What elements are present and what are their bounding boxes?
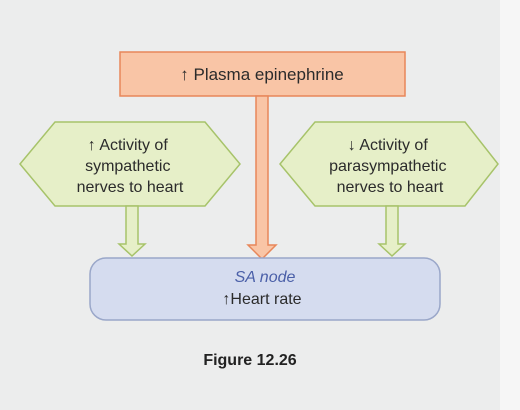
right-hexagon [279, 121, 499, 207]
heart-rate-arrow: ↑ [222, 291, 230, 308]
top-box-label: Plasma epinephrine [193, 65, 343, 84]
left-hex-text: ↑ Activity of sympathetic nerves to hear… [77, 137, 184, 196]
left-hex-line-3: nerves to heart [77, 179, 184, 196]
heart-rate-text: ↑Heart rate [222, 291, 301, 308]
figure-caption: Figure 12.26 [203, 352, 297, 369]
left-hex-line-1: Activity of [99, 137, 168, 154]
sa-node-title: SA node [235, 269, 296, 286]
sa-node-box [89, 257, 441, 321]
page-edge [500, 0, 520, 410]
left-down-arrow-icon [117, 205, 147, 258]
right-hex-line-2: parasympathetic [329, 158, 446, 175]
top-box [119, 51, 406, 97]
top-box-arrow: ↑ [180, 65, 189, 84]
center-down-arrow-icon [246, 95, 278, 261]
top-box-text: ↑ Plasma epinephrine [180, 65, 344, 84]
left-hex-line-2: sympathetic [85, 158, 170, 175]
heart-rate-label: Heart rate [230, 291, 301, 308]
left-hexagon [19, 121, 241, 207]
right-hex-arrow: ↓ [348, 137, 356, 154]
right-down-arrow-icon [377, 205, 407, 258]
right-hex-text: ↓ Activity of parasympathetic nerves to … [329, 137, 451, 196]
right-hex-line-3: nerves to heart [337, 179, 444, 196]
right-hex-line-1: Activity of [359, 137, 428, 154]
flow-diagram: ↑ Plasma epinephrine ↑ Activity of sympa… [19, 51, 499, 321]
left-hex-arrow: ↑ [88, 137, 96, 154]
